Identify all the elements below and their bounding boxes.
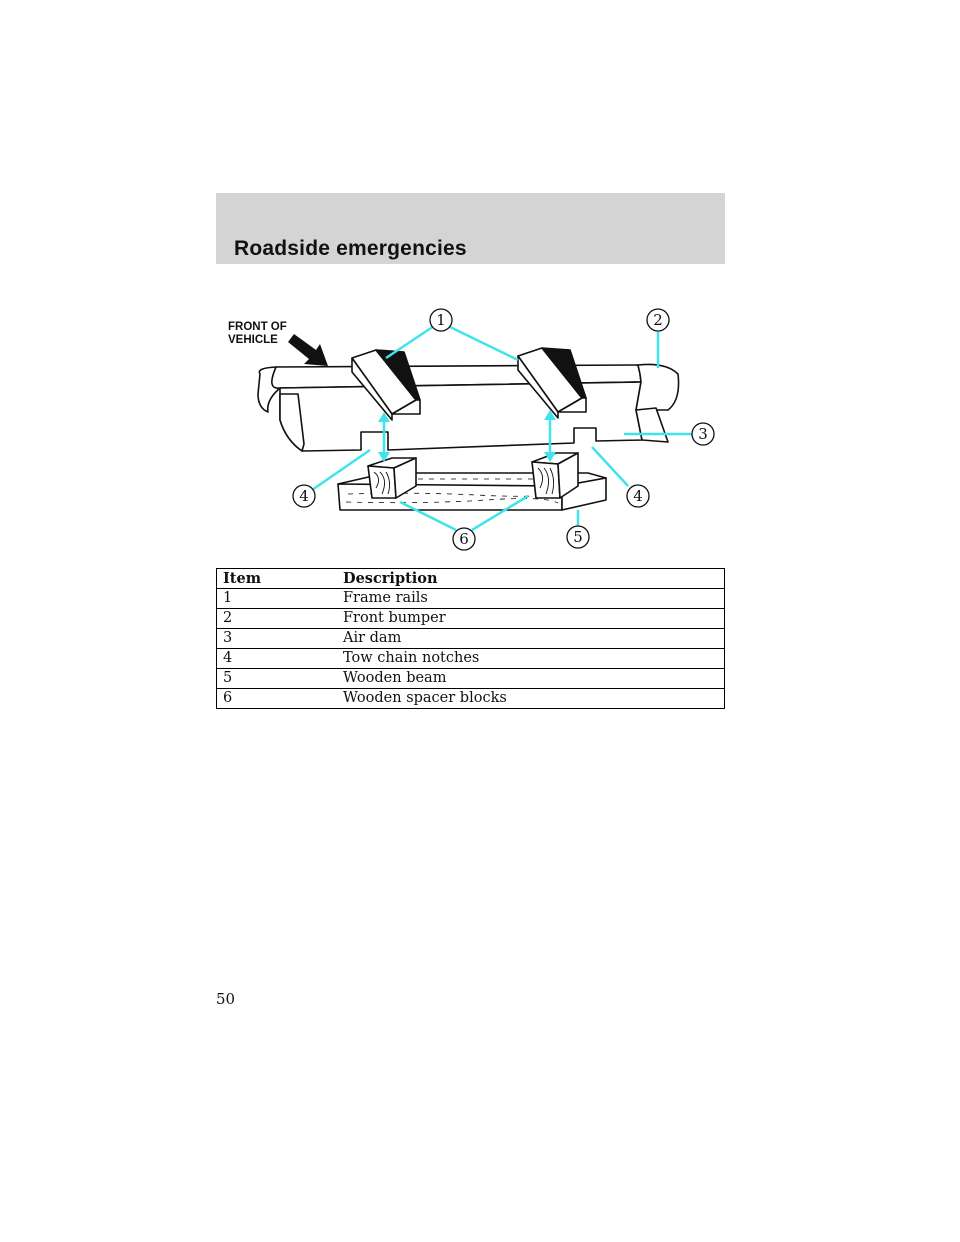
callout-lines xyxy=(311,324,692,532)
item-number: 5 xyxy=(216,668,337,689)
front-bumper xyxy=(257,363,680,452)
item-description: Wooden spacer blocks xyxy=(337,688,725,709)
front-of-vehicle-label-line1: FRONT OF xyxy=(228,321,287,333)
callout-4-right: 4 xyxy=(626,484,650,508)
section-header-band: Roadside emergencies xyxy=(216,193,725,264)
table-row: 2 Front bumper xyxy=(216,608,725,629)
wooden-spacer-block-right xyxy=(531,452,579,499)
item-description: Front bumper xyxy=(337,608,725,629)
item-description: Tow chain notches xyxy=(337,648,725,669)
item-description: Wooden beam xyxy=(337,668,725,689)
item-description: Air dam xyxy=(337,628,725,649)
item-number: 3 xyxy=(216,628,337,649)
svg-text:3: 3 xyxy=(698,425,708,443)
table-row: 1 Frame rails xyxy=(216,588,725,609)
svg-text:5: 5 xyxy=(573,528,583,546)
section-title: Roadside emergencies xyxy=(234,237,467,260)
svg-text:2: 2 xyxy=(653,311,663,329)
column-header-item: Item xyxy=(216,568,337,589)
front-of-vehicle-label-line2: VEHICLE xyxy=(228,334,278,346)
frame-rail-right xyxy=(517,347,587,419)
items-table: Item Description 1 Frame rails 2 Front b… xyxy=(216,568,725,709)
callout-6: 6 xyxy=(452,527,476,551)
towing-diagram: FRONT OF VEHICLE xyxy=(216,290,725,560)
table-row: 5 Wooden beam xyxy=(216,668,725,689)
svg-text:4: 4 xyxy=(299,487,309,505)
table-row: 4 Tow chain notches xyxy=(216,648,725,669)
column-header-description: Description xyxy=(337,568,725,589)
callout-2: 2 xyxy=(646,308,670,332)
table-row: 6 Wooden spacer blocks xyxy=(216,688,725,709)
item-number: 2 xyxy=(216,608,337,629)
table-header-row: Item Description xyxy=(216,568,725,589)
callout-4-left: 4 xyxy=(292,484,316,508)
svg-text:6: 6 xyxy=(459,530,469,548)
front-arrow-icon xyxy=(288,334,328,366)
callout-numbers: 1 2 3 4 4 6 5 xyxy=(292,308,715,551)
callout-3: 3 xyxy=(691,422,715,446)
svg-text:1: 1 xyxy=(436,311,446,329)
page-number: 50 xyxy=(216,990,236,1008)
towing-diagram-svg: FRONT OF VEHICLE xyxy=(228,308,715,551)
callout-arrowheads xyxy=(378,410,556,462)
svg-text:4: 4 xyxy=(633,487,643,505)
table-row: 3 Air dam xyxy=(216,628,725,649)
item-number: 4 xyxy=(216,648,337,669)
item-number: 6 xyxy=(216,688,337,709)
item-description: Frame rails xyxy=(337,588,725,609)
callout-1: 1 xyxy=(429,308,453,332)
item-number: 1 xyxy=(216,588,337,609)
wooden-spacer-block-left xyxy=(367,457,417,499)
callout-5: 5 xyxy=(566,525,590,549)
